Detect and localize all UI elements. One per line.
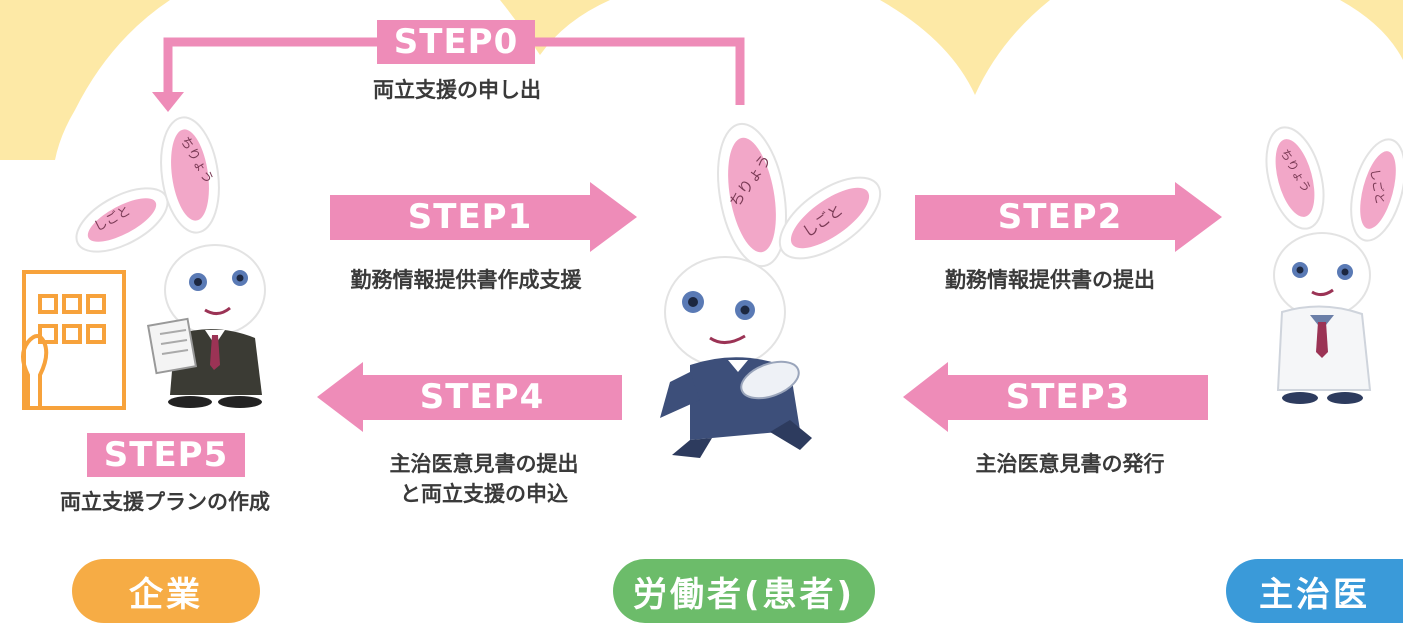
step2-label: STEP2 xyxy=(997,197,1123,237)
company-rabbit-character xyxy=(75,116,266,408)
step0-box xyxy=(377,20,535,64)
worker-rabbit-character xyxy=(660,122,882,458)
step2-arrow xyxy=(915,182,1222,252)
step5-box xyxy=(87,433,245,477)
step1-label: STEP1 xyxy=(407,197,533,237)
step2-description: 勤務情報提供書の提出 xyxy=(945,268,1155,292)
step4-description-line2: と両立支援の申込 xyxy=(400,482,568,506)
step5-label: STEP5 xyxy=(103,435,229,475)
actor-worker-badge: 労働者(患者) xyxy=(613,559,875,623)
building-icon xyxy=(21,270,126,410)
yellow-background xyxy=(0,0,1403,160)
step3-arrow xyxy=(903,362,1208,432)
step1-description: 勤務情報提供書作成支援 xyxy=(350,268,582,292)
step0-label: STEP0 xyxy=(393,22,519,62)
step3-description: 主治医意見書の発行 xyxy=(975,452,1165,476)
step4-arrow xyxy=(317,362,622,432)
step3-label: STEP3 xyxy=(1005,377,1131,417)
step0-description: 両立支援の申し出 xyxy=(373,78,541,102)
actor-doctor-badge: 主治医 xyxy=(1226,559,1403,623)
step4-label: STEP4 xyxy=(419,377,545,417)
step5-description: 両立支援プランの作成 xyxy=(60,490,270,514)
doctor-rabbit-character xyxy=(1265,126,1403,404)
step1-arrow xyxy=(330,182,637,252)
step4-description-line1: 主治医意見書の提出 xyxy=(389,452,579,476)
actor-company-badge: 企業 xyxy=(72,559,260,623)
